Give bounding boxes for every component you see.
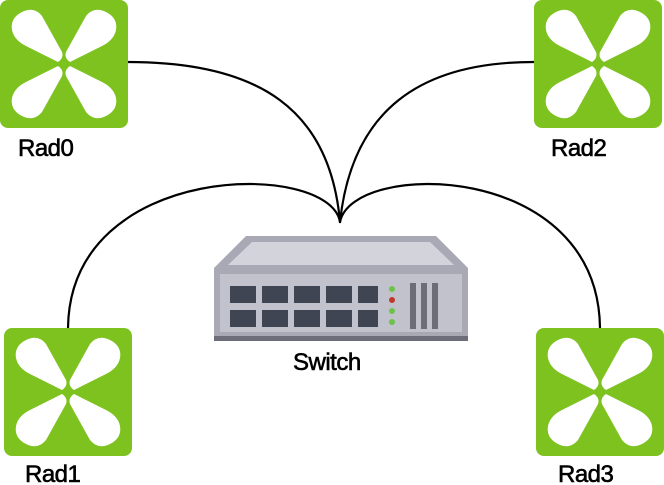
node-rad1[interactable] xyxy=(4,328,132,456)
radio-node-icon xyxy=(534,0,662,128)
label-switch: Switch xyxy=(293,349,361,376)
radio-node-icon xyxy=(4,328,132,456)
label-rad0: Rad0 xyxy=(18,135,74,162)
label-rad1: Rad1 xyxy=(25,461,81,485)
link-rad1-switch xyxy=(66,182,342,330)
radio-node-icon xyxy=(536,328,664,456)
label-rad2: Rad2 xyxy=(551,135,607,162)
link-rad2-switch xyxy=(338,60,536,224)
links-layer xyxy=(66,60,602,330)
link-rad0-switch xyxy=(126,60,342,224)
label-rad3: Rad3 xyxy=(558,461,614,485)
node-rad3[interactable] xyxy=(536,328,664,456)
radio-node-icon xyxy=(0,0,128,128)
node-rad2[interactable] xyxy=(534,0,662,128)
node-switch[interactable] xyxy=(214,236,468,341)
network-switch-icon xyxy=(214,236,468,341)
link-rad3-switch xyxy=(338,182,602,330)
node-rad0[interactable] xyxy=(0,0,128,128)
